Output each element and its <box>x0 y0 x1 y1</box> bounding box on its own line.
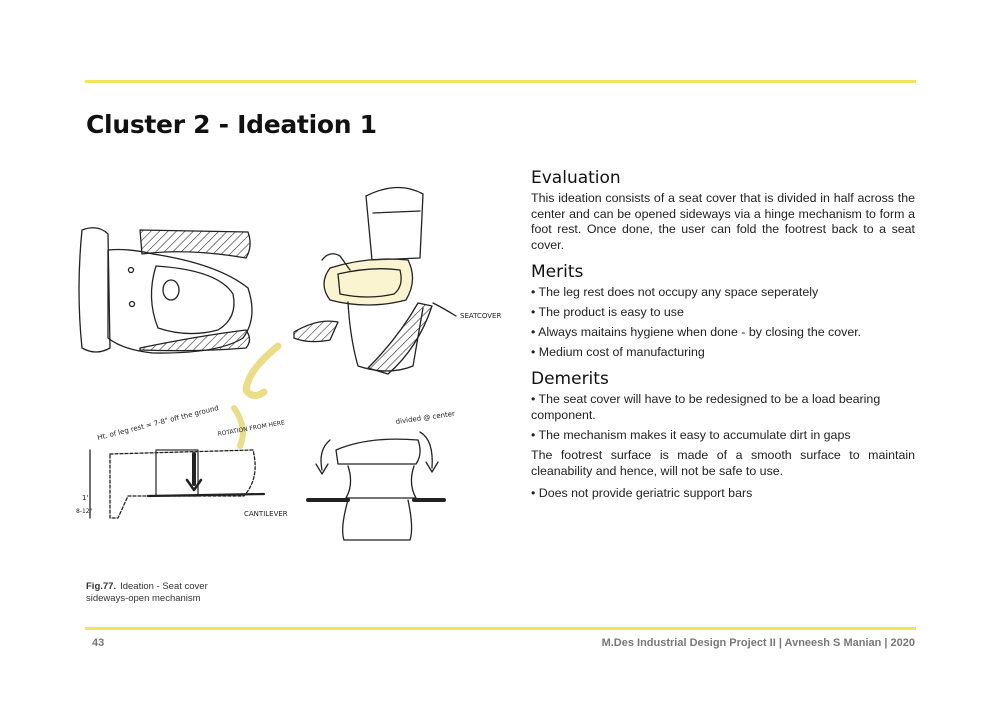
evaluation-section: Evaluation This ideation consists of a s… <box>531 168 915 254</box>
demerit-item: • The mechanism makes it easy to accumul… <box>531 428 851 443</box>
sketch-3d-view: SEATCOVER <box>293 186 501 375</box>
bottom-rule <box>85 627 916 630</box>
merits-heading: Merits <box>531 261 584 282</box>
figure-caption-text: Ideation - Seat cover sideways-open mech… <box>86 581 208 604</box>
annotation-cantilever: CANTILEVER <box>244 510 288 518</box>
annotation-divided: divided @ center <box>395 410 455 426</box>
figure-caption: Fig.77.Ideation - Seat cover sideways-op… <box>86 581 246 605</box>
text-column: Evaluation This ideation consists of a s… <box>531 168 915 509</box>
ideation-sketch: SEATCOVER Ht. of leg rest = 7-8" off the… <box>76 186 501 541</box>
page-number: 43 <box>92 637 105 649</box>
annotation-height: Ht. of leg rest = 7-8" off the ground <box>97 404 220 442</box>
page-title: Cluster 2 - Ideation 1 <box>86 110 377 139</box>
footer-credit: M.Des Industrial Design Project II | Avn… <box>601 637 915 649</box>
sketch-side-section: Ht. of leg rest = 7-8" off the ground RO… <box>76 342 288 519</box>
merits-list: • The leg rest does not occupy any space… <box>531 285 915 361</box>
figure-label: Fig.77. <box>86 581 117 592</box>
merit-item: • Medium cost of manufacturing <box>531 345 705 360</box>
merits-section: Merits • The leg rest does not occupy an… <box>531 262 915 361</box>
merit-item: • Always maitains hygiene when done - by… <box>531 325 862 340</box>
annotation-dim-1: 1' <box>82 494 88 502</box>
demerits-heading: Demerits <box>531 369 609 390</box>
demerits-section: Demerits • The seat cover will have to b… <box>531 369 915 501</box>
evaluation-heading: Evaluation <box>531 168 621 188</box>
evaluation-body: This ideation consists of a seat cover t… <box>531 191 915 253</box>
demerit-paragraph: The footrest surface is made of a smooth… <box>531 448 915 478</box>
annotation-dim-2: 8-12" <box>76 508 93 515</box>
annotation-rotation: ROTATION FROM HERE <box>217 419 285 438</box>
demerit-item: • The seat cover will have to be redesig… <box>531 392 881 422</box>
merit-item: • The product is easy to use <box>531 305 684 320</box>
sketch-top-view <box>78 227 253 354</box>
demerits-list: • The seat cover will have to be redesig… <box>531 392 915 501</box>
top-rule <box>85 80 916 83</box>
demerit-item: • Does not provide geriatric support bar… <box>531 485 753 500</box>
sketch-front-view: divided @ center <box>306 410 455 541</box>
merit-item: • The leg rest does not occupy any space… <box>531 284 819 299</box>
annotation-seatcover: SEATCOVER <box>460 312 501 320</box>
